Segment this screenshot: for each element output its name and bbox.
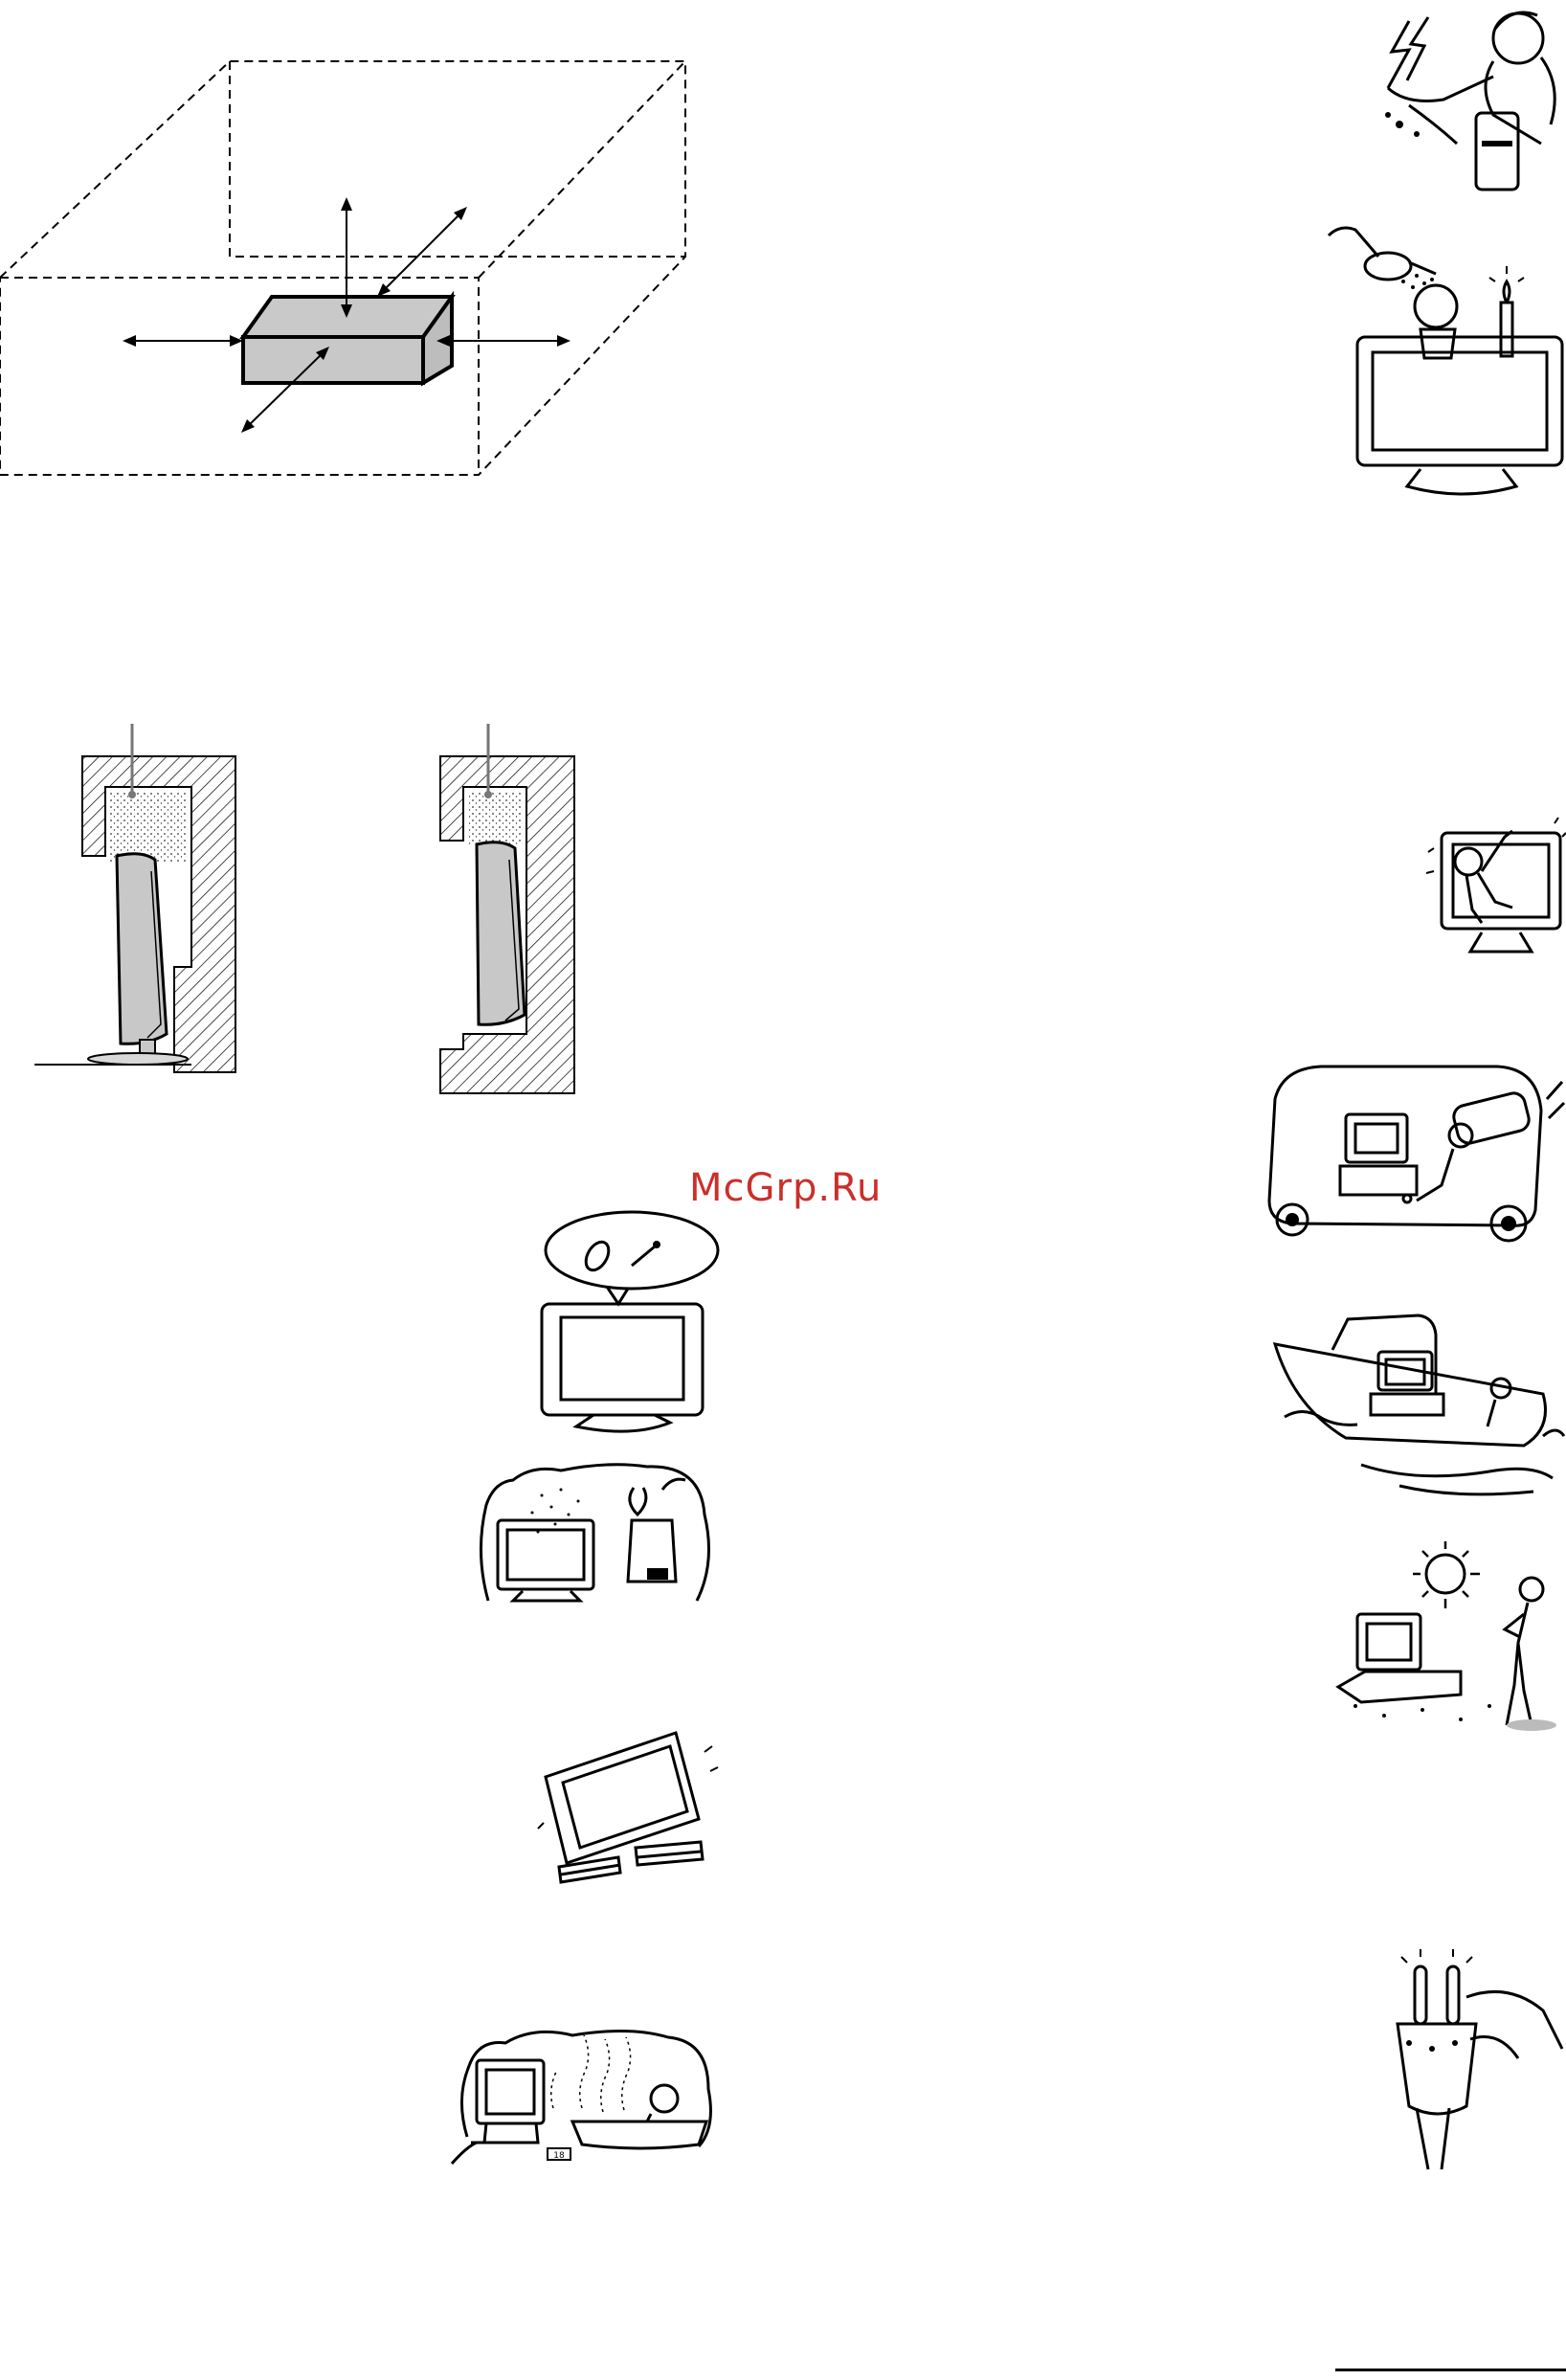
direct-sunlight-hazard [1327, 1538, 1566, 1739]
wall-mount-air-circulation-diagrams [29, 718, 593, 1101]
boat-installation-hazard [1265, 1302, 1566, 1513]
ventilation-clearance-diagram [0, 57, 689, 488]
child-climbing-tv-hazard [1424, 814, 1566, 957]
water-and-candle-on-tv-hazard [1321, 218, 1566, 498]
unstable-surface-hazard [532, 1723, 720, 1886]
bathtub-tag: 18 [553, 2151, 565, 2161]
wet-hands-plug-hazard [1350, 0, 1566, 201]
plug-cleaning [1375, 1943, 1566, 2173]
footer-rule [1335, 2369, 1566, 2371]
bathroom-humidity-hazard: 18 [448, 2022, 718, 2166]
foreign-objects-hazard [536, 1208, 724, 1430]
steam-and-smoke-hazard [475, 1457, 714, 1610]
vehicle-installation-hazard [1264, 1061, 1566, 1248]
watermark: McGrp.Ru [689, 1166, 882, 1210]
